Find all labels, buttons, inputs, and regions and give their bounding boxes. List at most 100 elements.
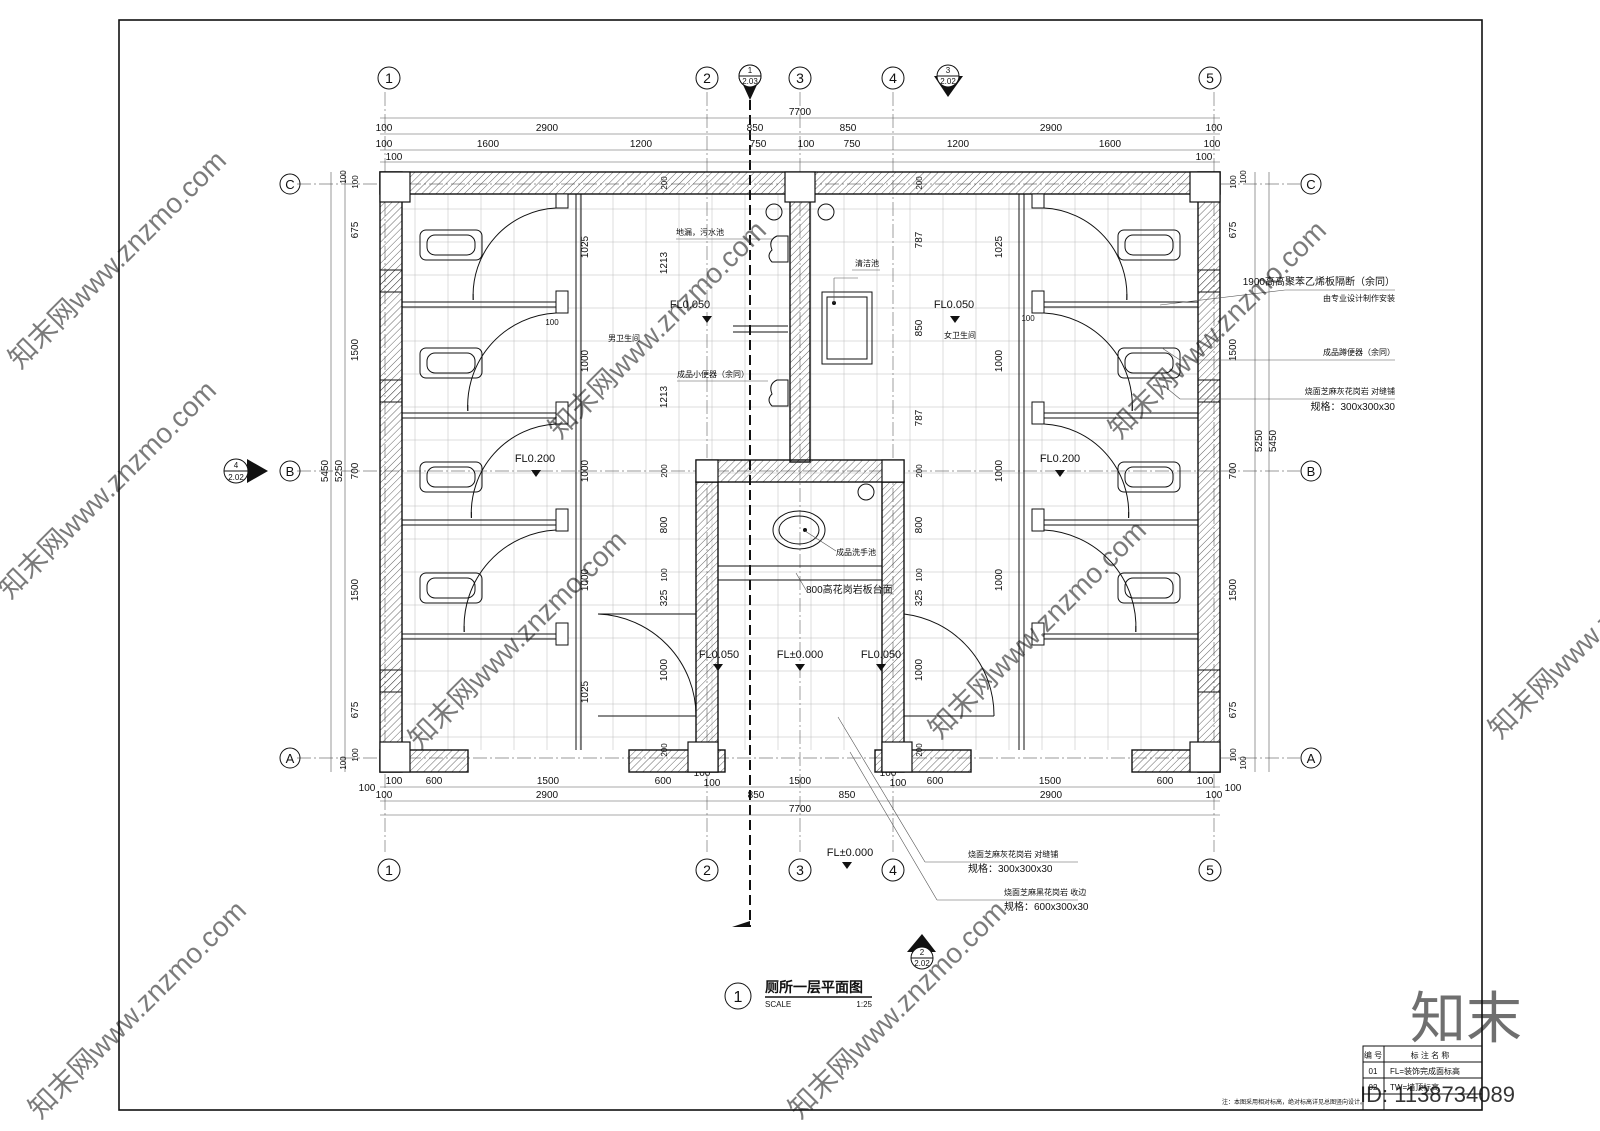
svg-text:1000: 1000	[580, 459, 591, 482]
mop-sink-label: 清洁池	[855, 258, 879, 268]
urinal-label: 成品小便器（余同）	[677, 369, 749, 379]
svg-text:1:25: 1:25	[856, 1000, 872, 1009]
svg-text:规格：300x300x30: 规格：300x300x30	[1311, 400, 1396, 413]
right-annotations: 1900高高聚苯乙烯板隔断（余同） 由专业设计制作安装 成品蹲便器（余同） 烧面…	[1159, 275, 1396, 413]
dim-bottom-row2: 100 2900 850 850 2900 100	[376, 790, 1223, 801]
svg-text:由专业设计制作安装: 由专业设计制作安装	[1323, 293, 1395, 303]
axis-label: 2	[703, 70, 711, 86]
svg-text:100: 100	[339, 170, 348, 184]
svg-text:4: 4	[234, 461, 239, 470]
row-bubbles: C B A C B A	[279, 173, 1322, 769]
section-mark-3: 3 2.02	[934, 64, 963, 97]
dim-right-row: 100 100 675 1500 700 1500 675 100 100	[1228, 170, 1248, 770]
urinal	[733, 203, 835, 407]
svg-text:600: 600	[927, 776, 944, 787]
svg-text:FL±0.000: FL±0.000	[827, 847, 873, 859]
svg-text:5450: 5450	[1268, 429, 1279, 452]
axis-label: 5	[1206, 70, 1214, 86]
svg-text:100: 100	[1225, 783, 1242, 794]
svg-text:FL=装饰完成面标高: FL=装饰完成面标高	[1390, 1066, 1460, 1076]
svg-text:SCALE: SCALE	[765, 1000, 791, 1009]
svg-text:675: 675	[1228, 701, 1239, 718]
section-mark-2: 2 2.02	[907, 934, 936, 970]
svg-text:100: 100	[376, 790, 393, 801]
svg-text:750: 750	[750, 139, 767, 150]
legend-table: 编 号 标 注 名 称 01 FL=装饰完成面标高 02 TW=墙顶标高	[1362, 1045, 1483, 1111]
dim-top-100-left: 100	[386, 152, 403, 163]
svg-text:1000: 1000	[994, 349, 1005, 372]
svg-text:100: 100	[351, 748, 360, 762]
axis-label: 3	[796, 862, 804, 878]
section-mark-4: 4 2.02	[223, 458, 268, 484]
svg-text:675: 675	[1228, 221, 1239, 238]
dimension-lines	[330, 117, 1270, 816]
dim-bottom-row1: 100 100 600 1500 600 100 100 1500 100 10…	[359, 768, 1242, 794]
dim-small-100-b: 100	[1021, 314, 1035, 323]
axis-label: B	[1307, 464, 1316, 479]
svg-text:2.02: 2.02	[940, 77, 956, 86]
svg-text:FL0.050: FL0.050	[699, 649, 739, 661]
svg-text:100: 100	[359, 783, 376, 794]
svg-text:02: 02	[1369, 1083, 1378, 1092]
svg-text:1000: 1000	[994, 459, 1005, 482]
level-markers: FL0.050 FL0.050 FL0.200 FL0.200 FL0.050 …	[515, 299, 1080, 869]
axis-label: C	[1306, 177, 1315, 192]
svg-text:成品蹲便器（余同）: 成品蹲便器（余同）	[1323, 347, 1395, 357]
svg-text:325: 325	[914, 589, 925, 606]
svg-text:知末网www.znzmo.com: 知末网www.znzmo.com	[542, 214, 772, 444]
drawing-border	[118, 19, 1483, 1111]
male-room-label: 男卫生间	[608, 333, 640, 343]
svg-text:2900: 2900	[536, 123, 559, 134]
svg-text:1000: 1000	[580, 349, 591, 372]
svg-text:750: 750	[844, 139, 861, 150]
svg-text:1500: 1500	[1228, 338, 1239, 361]
axis-label: C	[285, 177, 294, 192]
washbasin-label: 成品洗手池	[836, 547, 876, 557]
svg-text:1600: 1600	[477, 139, 500, 150]
svg-text:325: 325	[659, 589, 670, 606]
svg-text:1500: 1500	[350, 578, 361, 601]
svg-text:1500: 1500	[350, 338, 361, 361]
svg-text:标 注 名 称: 标 注 名 称	[1411, 1050, 1450, 1060]
mop-sink	[821, 277, 873, 365]
svg-text:100: 100	[1197, 776, 1214, 787]
svg-text:850: 850	[839, 790, 856, 801]
lobby-doors	[597, 613, 995, 717]
svg-text:知末网www.znzmo.com: 知末网www.znzmo.com	[1482, 514, 1600, 744]
svg-text:200: 200	[660, 464, 669, 478]
axis-label: 4	[889, 862, 897, 878]
svg-text:2900: 2900	[536, 790, 559, 801]
svg-text:2.03: 2.03	[742, 77, 758, 86]
svg-text:FL0.050: FL0.050	[670, 299, 710, 311]
section-cut-end	[732, 921, 750, 927]
drawing-title: 1 厕所一层平面图 SCALE 1:25	[724, 979, 873, 1010]
bottom-annotations: 烧面芝麻灰花岗岩 对缝铺 规格：300x300x30 烧面芝麻黑花岗岩 收边 规…	[837, 716, 1089, 913]
svg-text:100: 100	[704, 778, 721, 789]
floor-drain-label: 地漏，污水池	[676, 227, 724, 237]
svg-text:100: 100	[386, 776, 403, 787]
svg-text:01: 01	[1369, 1067, 1378, 1076]
svg-text:100: 100	[376, 123, 393, 134]
svg-text:787: 787	[914, 409, 925, 426]
svg-text:规格：600x300x30: 规格：600x300x30	[1004, 900, 1089, 913]
axis-label: 5	[1206, 862, 1214, 878]
svg-text:800: 800	[914, 516, 925, 533]
svg-text:100: 100	[1206, 123, 1223, 134]
svg-text:烧面芝麻灰花岗岩 对缝铺: 烧面芝麻灰花岗岩 对缝铺	[1305, 386, 1395, 396]
dim-right-outer: 5250 5450	[1254, 429, 1279, 452]
svg-text:FL±0.000: FL±0.000	[777, 649, 823, 661]
svg-text:FL0.200: FL0.200	[1040, 453, 1080, 465]
svg-text:5250: 5250	[334, 459, 345, 482]
male-stalls	[379, 193, 569, 693]
column-bubbles-top: 1 2 3 4 5	[377, 66, 1222, 90]
svg-text:787: 787	[914, 231, 925, 248]
svg-text:知末网www.znzmo.com: 知末网www.znzmo.com	[2, 144, 232, 374]
svg-text:2900: 2900	[1040, 790, 1063, 801]
svg-text:100: 100	[351, 175, 360, 189]
axis-label: 4	[889, 70, 897, 86]
svg-text:100: 100	[890, 778, 907, 789]
svg-text:2: 2	[920, 948, 925, 957]
svg-text:1500: 1500	[789, 776, 812, 787]
svg-text:1000: 1000	[914, 658, 925, 681]
svg-text:850: 850	[914, 319, 925, 336]
